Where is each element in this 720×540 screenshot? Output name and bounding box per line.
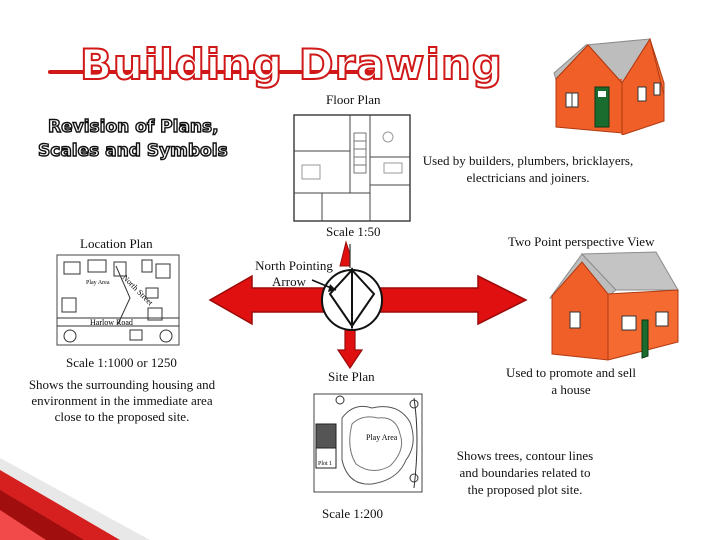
site-plan-label: Site Plan xyxy=(328,369,375,384)
arrow-right xyxy=(371,274,528,326)
location-plan-scale: Scale 1:1000 or 1250 xyxy=(66,355,177,370)
floor-plan-drawing xyxy=(293,114,411,222)
location-area-label: Play Area xyxy=(86,280,110,286)
site-plan-map: Play Area Plot 1 xyxy=(313,393,423,493)
north-arrow-label-2: Arrow xyxy=(272,274,306,289)
subtitle-line-1: Revision of Plans, xyxy=(47,116,219,137)
perspective-note: Used to promote and sell a house xyxy=(506,365,636,397)
site-plan-scale: Scale 1:200 xyxy=(322,506,384,521)
location-plan-label: Location Plan xyxy=(80,236,153,251)
location-plan-map: Play Area North Street Harlow Road xyxy=(56,254,180,346)
location-plan-description: Shows the surrounding housing and enviro… xyxy=(28,377,216,424)
floor-plan-label: Floor Plan xyxy=(326,92,381,107)
perspective-label: Two Point perspective View xyxy=(508,234,655,249)
house-perspective-icon xyxy=(549,251,679,361)
site-area-label: Play Area xyxy=(366,433,398,442)
page-title: Building Drawing xyxy=(79,39,503,90)
house-front-icon xyxy=(553,37,665,135)
floor-plan-note: Used by builders, plumbers, bricklayers,… xyxy=(422,153,634,185)
floor-plan-scale: Scale 1:50 xyxy=(326,224,381,239)
subtitle-line-2: Scales and Symbols xyxy=(37,140,228,161)
site-plan-description: Shows trees, contour lines and boundarie… xyxy=(456,448,594,497)
north-arrow-label-1: North Pointing xyxy=(255,258,333,273)
corner-decoration xyxy=(0,458,150,540)
location-road-label: Harlow Road xyxy=(90,318,133,327)
site-plot-label: Plot 1 xyxy=(318,461,332,467)
arrow-down xyxy=(336,319,364,370)
title-underline xyxy=(48,70,378,74)
